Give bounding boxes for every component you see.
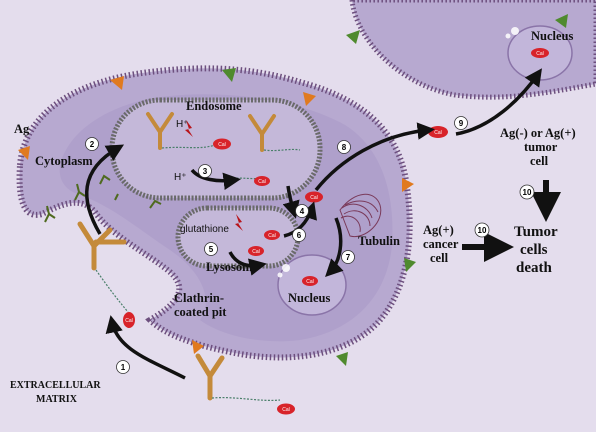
- glutathione-label: glutathione: [180, 224, 229, 235]
- tumor-cell-label-line1: Ag(-) or Ag(+): [500, 126, 576, 140]
- tubulin-label: Tubulin: [358, 234, 400, 248]
- drug-payload: Cal: [305, 191, 323, 203]
- main-nucleus-label: Nucleus: [288, 291, 331, 305]
- tubulin-spindle: [339, 193, 382, 238]
- cytoplasm-label: Cytoplasm: [35, 154, 93, 168]
- drug-payload: Cal: [254, 176, 270, 186]
- endosome-label: Endosome: [186, 99, 242, 113]
- drug-label: Cal: [268, 233, 276, 239]
- glycan-cluster: [44, 174, 162, 223]
- drug-label: Cal: [282, 407, 290, 413]
- extracellular-label-line1: EXTRACELLULAR: [10, 380, 101, 391]
- antigen-green: [555, 14, 568, 28]
- step-marker: 5: [204, 242, 218, 256]
- h-plus-label: H⁺: [176, 119, 189, 130]
- drug-label: Cal: [252, 249, 260, 255]
- svg-text:2: 2: [90, 140, 95, 149]
- drug-payload: Cal: [248, 246, 264, 256]
- clathrin-label-line1: Clathrin-: [174, 291, 224, 305]
- step-marker: 6: [292, 228, 306, 242]
- drug-payload: Cal: [428, 126, 448, 138]
- step-marker: 7: [341, 250, 355, 264]
- antigen-green: [346, 30, 360, 44]
- ag-positive-label-line2: cancer: [423, 237, 459, 251]
- death-label-line3: death: [516, 260, 552, 276]
- h-plus-label-2: H⁺: [174, 172, 187, 183]
- svg-text:6: 6: [297, 231, 302, 240]
- process-arrows: [85, 68, 542, 380]
- antigen-green: [222, 68, 236, 82]
- antibody-pit: [77, 221, 127, 271]
- drug-payload: Cal: [264, 230, 280, 240]
- drug-payload: Cal: [123, 312, 135, 328]
- cleavage-bolt-icon: [235, 214, 243, 231]
- right-nucleus-label: Nucleus: [531, 29, 574, 43]
- drug-label: Cal: [310, 195, 318, 201]
- extracellular-label-line2: MATRIX: [36, 394, 78, 405]
- drug-label: Cal: [258, 179, 266, 185]
- ag-positive-label-line3: cell: [430, 251, 449, 265]
- cleavage-bolt-icon: [185, 120, 193, 137]
- antigen-orange: [303, 92, 316, 106]
- antigen-orange: [192, 340, 204, 354]
- antigen-orange: [402, 178, 414, 192]
- antigen-green: [336, 352, 348, 366]
- antibody-extracellular: [195, 353, 225, 401]
- svg-text:4: 4: [300, 207, 305, 216]
- antigen-label: Ag: [14, 122, 30, 136]
- drug-payload: Cal: [213, 138, 231, 150]
- antigen-orange: [110, 76, 124, 90]
- death-label-line1: Tumor: [514, 224, 558, 240]
- drug-label: Cal: [125, 318, 133, 324]
- death-label-line2: cells: [520, 242, 548, 258]
- step-marker: 1: [116, 360, 130, 374]
- svg-text:8: 8: [342, 143, 347, 152]
- tumor-cell-label-line3: cell: [530, 154, 549, 168]
- svg-text:5: 5: [209, 245, 214, 254]
- svg-text:10: 10: [523, 188, 532, 197]
- svg-text:9: 9: [459, 119, 464, 128]
- drug-payload: Cal: [277, 403, 295, 415]
- antibody-endosome-1: [146, 112, 174, 150]
- svg-text:1: 1: [121, 363, 126, 372]
- step-marker: 8: [337, 140, 351, 154]
- clathrin-label-line2: coated pit: [174, 305, 227, 319]
- svg-text:10: 10: [478, 226, 487, 235]
- svg-text:7: 7: [346, 253, 351, 262]
- drug-payload: Cal: [302, 276, 318, 286]
- antigen-orange: [18, 146, 30, 160]
- drug-label: Cal: [218, 142, 226, 148]
- tumor-cell-label-line2: tumor: [524, 140, 558, 154]
- svg-text:3: 3: [203, 167, 208, 176]
- step-marker: 10: [474, 222, 490, 238]
- step-marker: 9: [454, 116, 468, 130]
- antigen-green: [404, 258, 416, 272]
- antibody-endosome-2: [248, 114, 276, 152]
- drug-label: Cal: [536, 51, 544, 57]
- drug-payload: Cal: [531, 48, 549, 58]
- ag-positive-label-line1: Ag(+): [423, 223, 454, 237]
- step-marker: 2: [85, 137, 99, 151]
- drug-label: Cal: [306, 279, 314, 285]
- drug-label: Cal: [434, 130, 442, 136]
- step-marker: 4: [295, 204, 309, 218]
- step-marker: 3: [198, 164, 212, 178]
- step-marker: 10: [519, 184, 535, 200]
